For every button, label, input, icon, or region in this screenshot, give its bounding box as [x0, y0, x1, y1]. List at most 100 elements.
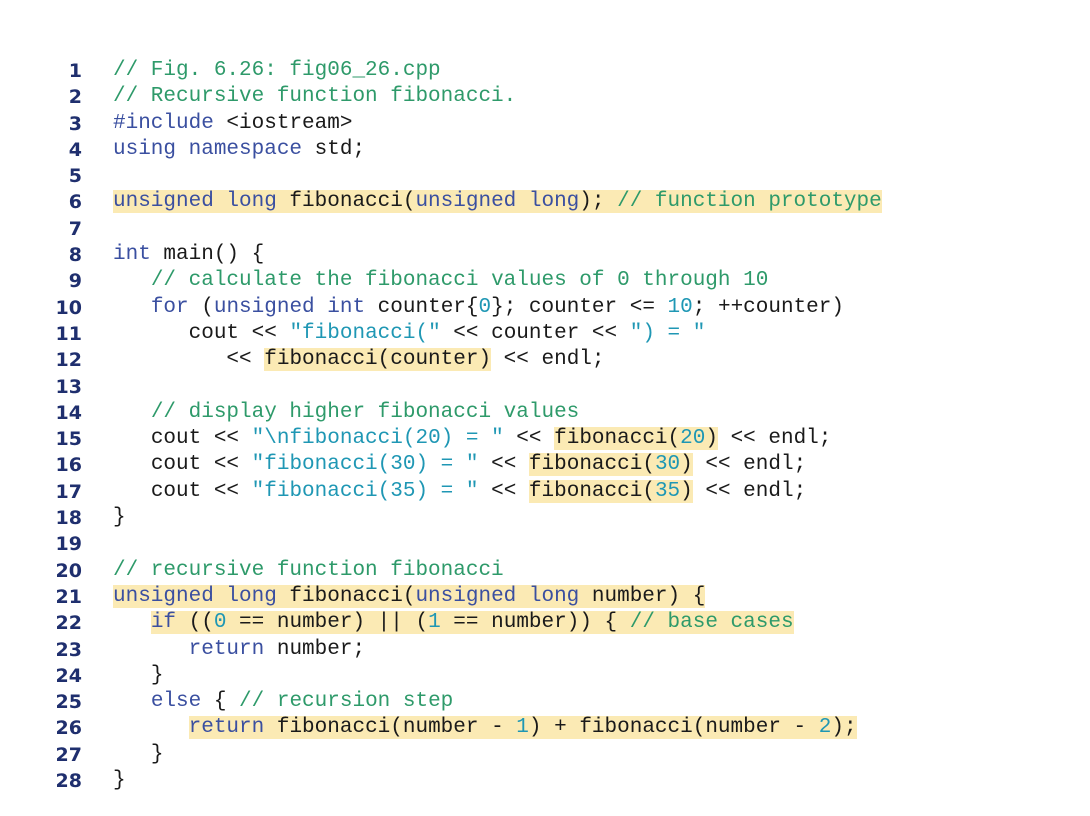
code-token: main() { [150, 243, 265, 267]
code-line: 9 // calculate the fibonacci values of 0… [0, 268, 1090, 294]
code-token: else [150, 690, 202, 714]
code-content: int main() { [113, 243, 264, 266]
code-line: 10 for (unsigned int counter{0}; counter… [0, 295, 1090, 321]
code-token: cout << [150, 427, 252, 451]
code-token: for [150, 295, 189, 319]
code-token: fibonacci(counter) [264, 348, 492, 372]
code-text: int main() { [113, 242, 264, 268]
line-number: 17 [55, 480, 82, 503]
code-line: 19 [0, 531, 1090, 557]
code-token: } [150, 742, 164, 766]
line-number: 26 [55, 717, 82, 740]
code-content: // Fig. 6.26: fig06_26.cpp [113, 59, 441, 82]
code-token: "fibonacci(" [289, 321, 441, 345]
code-line: 2// Recursive function fibonacci. [0, 84, 1090, 110]
code-token: 35 [654, 479, 681, 503]
code-text: cout << "fibonacci(" << counter << ") = … [113, 321, 706, 347]
code-content: // Recursive function fibonacci. [113, 85, 516, 108]
line-number: 13 [55, 375, 82, 398]
code-line: 14 // display higher fibonacci values [0, 400, 1090, 426]
code-text: } [113, 663, 164, 689]
code-content: << fibonacci(counter) << endl; [226, 348, 605, 372]
code-text: else { // recursion step [113, 689, 453, 715]
code-token: (( [176, 611, 214, 635]
line-number: 18 [55, 507, 82, 530]
indent [113, 716, 189, 739]
code-content: #include <iostream> [113, 112, 352, 135]
code-token: // calculate the fibonacci values of 0 t… [150, 269, 769, 293]
code-token: 1 [428, 611, 441, 635]
code-token: unsigned long [415, 584, 580, 608]
code-token: << endl; [692, 453, 807, 477]
line-number: 7 [68, 217, 82, 240]
code-token: }; counter <= [491, 295, 668, 319]
code-content: cout << "fibonacci(" << counter << ") = … [189, 322, 706, 345]
indent [113, 743, 151, 766]
code-token: << [503, 427, 555, 451]
code-token: ; ++counter) [692, 295, 844, 319]
code-token: cout << [188, 321, 290, 345]
code-line: 18} [0, 505, 1090, 531]
line-number: 15 [55, 428, 82, 451]
code-token: return [188, 716, 265, 740]
code-token: cout << [150, 453, 252, 477]
code-text: cout << "\nfibonacci(20) = " << fibonacc… [113, 426, 831, 452]
code-content: if ((0 == number) || (1 == number)) { //… [150, 611, 794, 635]
line-number: 24 [55, 664, 82, 687]
code-token: fibonacci( [554, 427, 681, 451]
code-token: cout << [150, 479, 252, 503]
code-token: fibonacci(number - [264, 716, 517, 740]
code-token: 10 [667, 295, 693, 319]
code-token: // Recursive function fibonacci. [113, 85, 517, 109]
code-line: 27 } [0, 742, 1090, 768]
line-number: 3 [68, 112, 82, 135]
code-token: "fibonacci(35) = " [251, 479, 479, 503]
line-number: 14 [55, 401, 82, 424]
code-content: } [151, 664, 164, 687]
code-token: == number)) { [440, 611, 630, 635]
code-text: #include <iostream> [113, 111, 352, 137]
code-token: // display higher fibonacci values [150, 400, 580, 424]
code-line: 25 else { // recursion step [0, 689, 1090, 715]
code-token: { [201, 690, 240, 714]
code-line: 3 #include <iostream> [0, 111, 1090, 137]
code-token: << [478, 453, 529, 477]
code-token: unsigned long [415, 190, 580, 214]
code-text: } [113, 742, 164, 768]
code-token: // base cases [629, 611, 794, 635]
code-token: fibonacci( [276, 190, 416, 214]
code-line: 5 [0, 163, 1090, 189]
indent [113, 269, 151, 292]
code-token: if [150, 611, 177, 635]
code-token: number) { [579, 584, 706, 608]
code-token: == number) || ( [226, 611, 429, 635]
code-token: 0 [478, 295, 492, 319]
code-text: if ((0 == number) || (1 == number)) { //… [113, 610, 794, 636]
code-line: 11 cout << "fibonacci(" << counter << ")… [0, 321, 1090, 347]
indent [113, 427, 151, 450]
code-text: unsigned long fibonacci(unsigned long); … [113, 189, 882, 215]
code-token: #include [113, 111, 214, 135]
code-token: << endl; [692, 479, 807, 503]
code-token: number; [264, 637, 366, 661]
code-token: // recursive function fibonacci [113, 558, 504, 582]
code-token: // function prototype [617, 190, 882, 214]
line-number: 11 [55, 322, 82, 345]
code-text: // Fig. 6.26: fig06_26.cpp [113, 58, 441, 84]
code-line: 23 return number; [0, 637, 1090, 663]
code-line: 7 [0, 216, 1090, 242]
code-token: ) [680, 479, 693, 503]
code-line: 15 cout << "\nfibonacci(20) = " << fibon… [0, 426, 1090, 452]
code-token: int [113, 243, 151, 267]
indent [113, 296, 151, 319]
indent [113, 348, 226, 371]
code-token: << endl; [491, 348, 605, 372]
line-number: 16 [55, 454, 82, 477]
code-token: ( [188, 295, 214, 319]
line-number: 1 [68, 60, 82, 82]
code-line: 28} [0, 768, 1090, 794]
code-text: return number; [113, 637, 365, 663]
line-number: 10 [55, 296, 82, 319]
code-token: 0 [213, 611, 227, 635]
